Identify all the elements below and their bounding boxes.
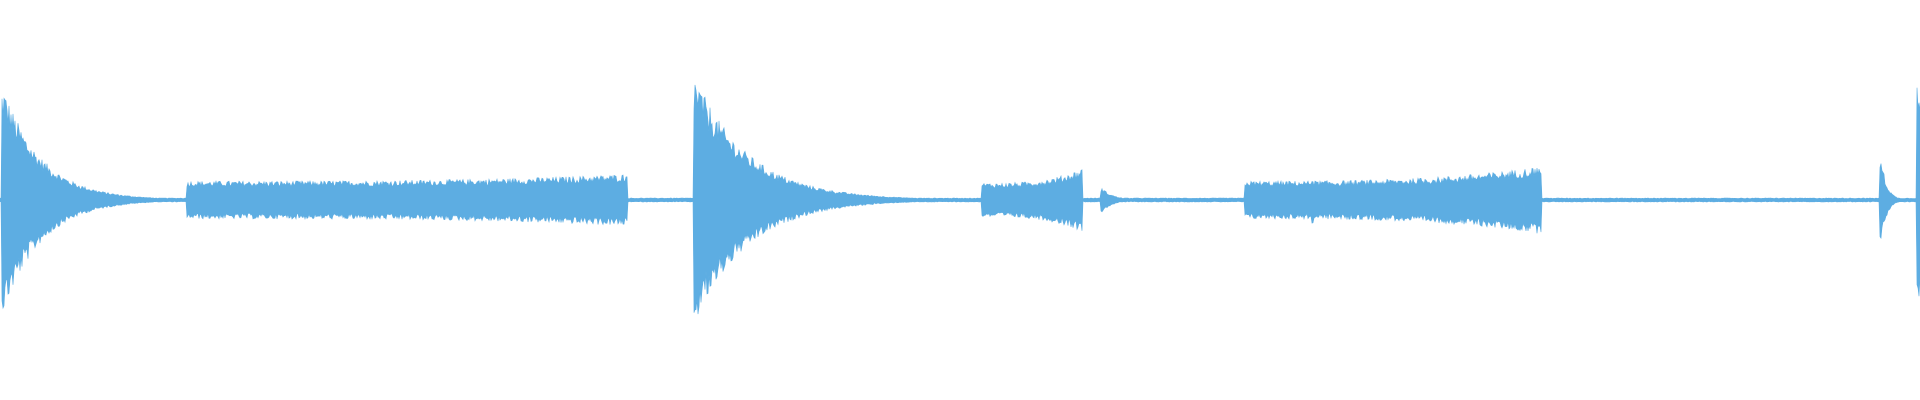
waveform-path (0, 84, 1920, 315)
